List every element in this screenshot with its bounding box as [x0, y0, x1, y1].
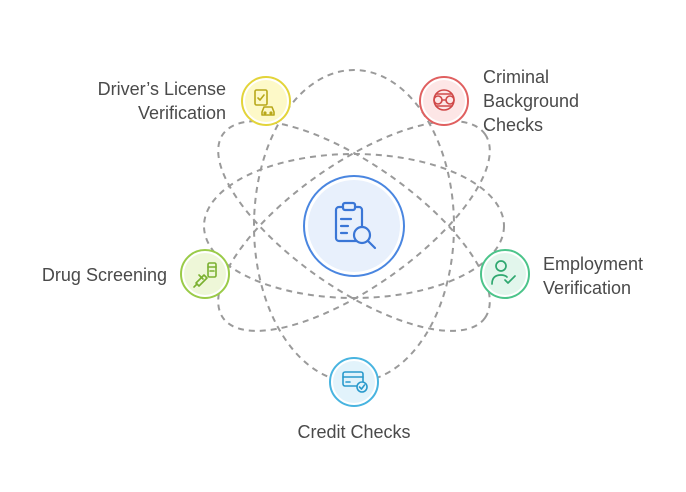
credit-card-check-icon — [342, 371, 368, 393]
label-line: Checks — [483, 115, 544, 135]
label-line: Verification — [137, 103, 226, 123]
label-criminal-background: Criminal Background Checks — [483, 65, 579, 137]
person-check-icon — [491, 260, 516, 285]
center-node — [303, 175, 405, 277]
orbit-diagonal-a — [217, 120, 491, 332]
label-employment-verification: Employment Verification — [543, 252, 643, 300]
node-employment-verification — [480, 249, 530, 299]
label-line: Credit Checks — [297, 422, 411, 442]
syringe-icon — [193, 262, 217, 288]
clipboard-search-icon — [334, 201, 377, 250]
handcuffs-icon — [433, 89, 455, 111]
label-line: Background — [483, 91, 580, 111]
label-line: Drug Screening — [41, 265, 167, 285]
label-drug-screening: Drug Screening — [42, 263, 167, 287]
node-credit-checks — [329, 357, 379, 407]
license-car-icon — [254, 89, 275, 116]
label-line: Verification — [543, 278, 632, 298]
orbit-diagonal-b — [217, 120, 491, 332]
node-drug-screening — [180, 249, 230, 299]
label-line: Criminal — [483, 67, 550, 87]
node-drivers-license — [241, 76, 291, 126]
label-drivers-license: Driver’s License Verification — [98, 77, 226, 125]
label-line: Employment — [543, 254, 644, 274]
label-credit-checks: Credit Checks — [254, 420, 454, 444]
node-criminal-background — [419, 76, 469, 126]
label-line: Driver’s License — [97, 79, 226, 99]
